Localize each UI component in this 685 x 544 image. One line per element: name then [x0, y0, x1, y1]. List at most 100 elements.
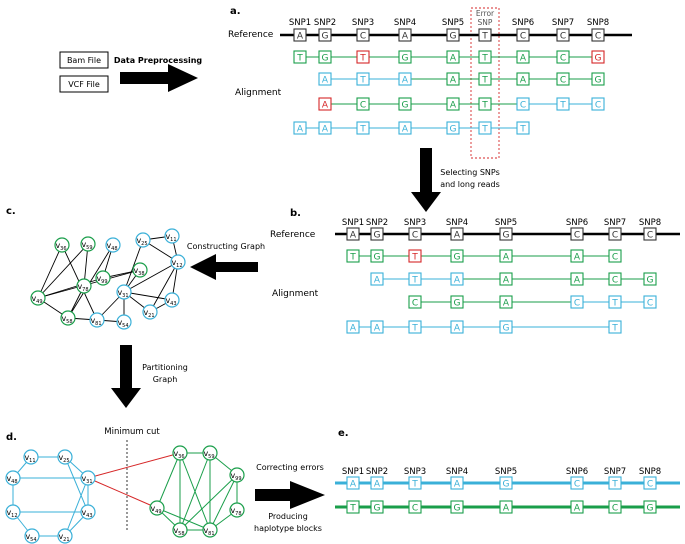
base-box-frame	[408, 500, 422, 514]
base-box-frame	[370, 272, 384, 286]
graph-edge	[123, 239, 144, 293]
read-base: A	[446, 97, 460, 111]
base-letter: A	[450, 76, 457, 86]
node-circle	[229, 467, 245, 483]
base-letter: A	[350, 231, 357, 241]
snp-label: SNP3	[352, 18, 374, 28]
node-label: v38	[133, 266, 144, 277]
node-circle	[57, 449, 73, 465]
node-label: v81	[90, 316, 101, 327]
base-letter: G	[322, 32, 329, 42]
base-box-frame	[450, 500, 464, 514]
base-box-frame	[346, 476, 360, 490]
graph-node: v25	[57, 449, 73, 465]
base-box-frame	[570, 249, 584, 263]
graph-node: v43	[80, 504, 96, 520]
base-box-frame	[516, 28, 530, 42]
graph-node: v54	[116, 314, 132, 330]
base-letter: T	[359, 76, 366, 86]
base-box-frame	[446, 72, 460, 86]
base-box-frame	[370, 320, 384, 334]
base-box-frame	[478, 50, 492, 64]
arrow-bc-label: Constructing Graph	[187, 242, 265, 251]
read-base: A	[516, 72, 530, 86]
snp-label: SNP3	[404, 218, 426, 228]
base-box-frame	[556, 72, 570, 86]
read-base: A	[450, 272, 464, 286]
read-base: A	[318, 97, 332, 111]
read-base: T	[516, 121, 530, 135]
graph-edge-green	[209, 474, 238, 531]
graph-node: v54	[24, 528, 40, 544]
read-base: A	[499, 249, 513, 263]
base-letter: G	[374, 504, 381, 514]
base-box-frame	[478, 97, 492, 111]
snp-label: SNP4	[446, 218, 468, 228]
arrow-de-label: haplotype blocks	[254, 524, 322, 533]
base-box-frame	[643, 476, 657, 490]
reference-base: C	[556, 28, 570, 42]
base-letter: T	[359, 125, 366, 135]
read-base: T	[356, 121, 370, 135]
read-base: C	[570, 295, 584, 309]
base-box-frame	[370, 249, 384, 263]
base-box-frame	[318, 72, 332, 86]
read-base: T	[608, 320, 622, 334]
graph-node: v49	[149, 500, 165, 516]
base-letter: C	[612, 231, 618, 241]
base-box-frame	[499, 227, 513, 241]
read-base: C	[356, 97, 370, 111]
graph-node: v48	[105, 237, 121, 253]
base-letter: T	[411, 253, 418, 263]
haplotype-base: C	[643, 476, 657, 490]
node-circle	[80, 470, 96, 486]
node-label: v43	[81, 508, 92, 519]
base-box-frame	[608, 272, 622, 286]
read-base: A	[450, 320, 464, 334]
graph-node: v59	[80, 236, 96, 252]
haplotype-base: C	[608, 500, 622, 514]
node-circle	[202, 522, 218, 538]
node-label: v49	[150, 504, 161, 515]
reference-base: C	[591, 28, 605, 42]
read-base: A	[570, 249, 584, 263]
graph-node: v81	[89, 312, 105, 328]
vcf-file-label: VCF File	[68, 80, 100, 89]
cut-edge	[87, 452, 181, 479]
base-letter: G	[402, 101, 409, 111]
node-circle	[172, 522, 188, 538]
base-letter: C	[595, 32, 601, 42]
base-letter: A	[450, 54, 457, 64]
file-box	[59, 51, 109, 69]
base-box-frame	[346, 227, 360, 241]
haplotype-base: G	[499, 476, 513, 490]
base-box-frame	[516, 72, 530, 86]
base-letter: G	[402, 54, 409, 64]
reference-base: A	[293, 28, 307, 42]
node-circle	[80, 236, 96, 252]
haplotype-base: A	[370, 476, 384, 490]
read-base: T	[356, 72, 370, 86]
base-box-frame	[318, 97, 332, 111]
haplotype-base: T	[608, 476, 622, 490]
reference-label: Reference	[228, 30, 274, 40]
node-circle	[164, 292, 180, 308]
base-letter: T	[349, 504, 356, 514]
node-label: v78	[230, 506, 241, 517]
base-letter: G	[450, 32, 457, 42]
base-letter: C	[574, 231, 580, 241]
error-snp-label: Error	[476, 9, 495, 18]
snp-label: SNP6	[566, 467, 588, 477]
snp-label: SNP2	[314, 18, 336, 28]
snp-label: SNP4	[446, 467, 468, 477]
graph-edge-green	[156, 507, 211, 531]
error-snp-frame	[470, 7, 500, 159]
base-box-frame	[408, 272, 422, 286]
read-base: A	[446, 50, 460, 64]
node-label: v48	[6, 474, 17, 485]
base-letter: T	[481, 101, 488, 111]
base-letter: T	[359, 54, 366, 64]
base-letter: C	[412, 299, 418, 309]
